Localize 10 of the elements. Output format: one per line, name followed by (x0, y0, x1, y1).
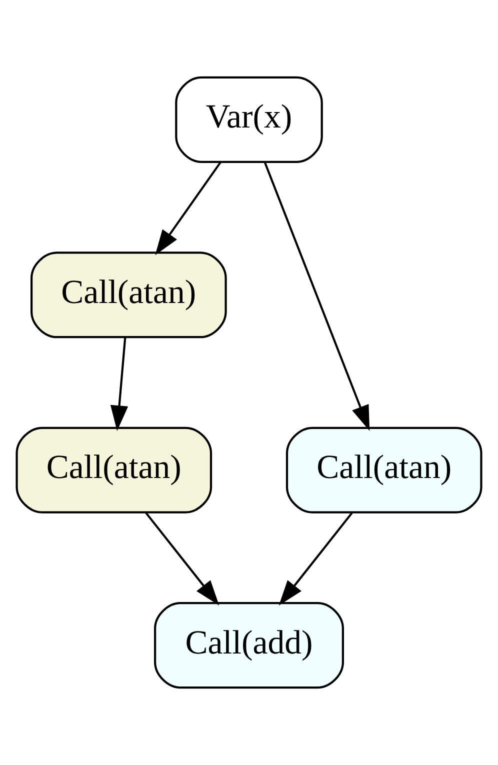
node-box: Call(add) (154, 602, 344, 689)
node-box: Call(atan) (286, 426, 482, 514)
arrow (110, 337, 128, 431)
node-box: Call(atan) (16, 426, 212, 514)
arrow (145, 512, 220, 606)
node-box: Call(atan) (30, 252, 227, 338)
arrow (264, 162, 370, 431)
arrow (155, 162, 222, 256)
node-box: Var(x) (175, 76, 323, 163)
arrow (278, 512, 353, 606)
